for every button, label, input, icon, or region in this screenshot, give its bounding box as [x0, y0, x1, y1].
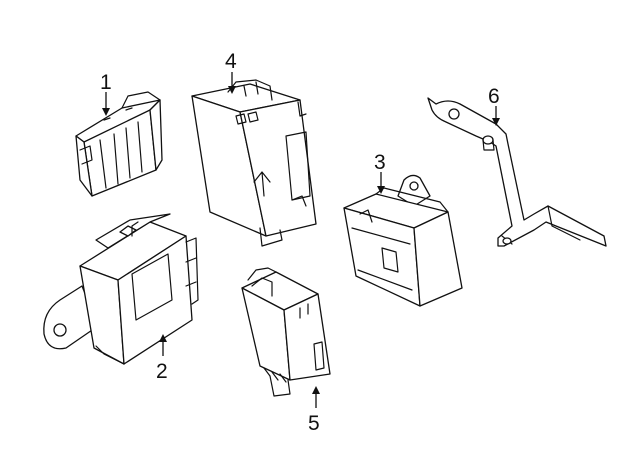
callout-arrows — [102, 72, 500, 408]
part-6-bracket[interactable] — [427, 97, 607, 247]
part-1-relay-block[interactable] — [75, 91, 163, 197]
callout-2: 2 — [156, 360, 168, 383]
callout-4: 4 — [225, 50, 237, 73]
part-4-large-module[interactable] — [191, 79, 317, 247]
callout-5: 5 — [308, 412, 320, 435]
callout-3: 3 — [374, 151, 386, 174]
callout-1: 1 — [100, 71, 112, 94]
part-5-connector-module[interactable] — [241, 267, 331, 397]
part-2-control-module[interactable] — [43, 213, 199, 365]
callout-6: 6 — [488, 85, 500, 108]
part-3-module-bracket[interactable] — [343, 174, 463, 307]
